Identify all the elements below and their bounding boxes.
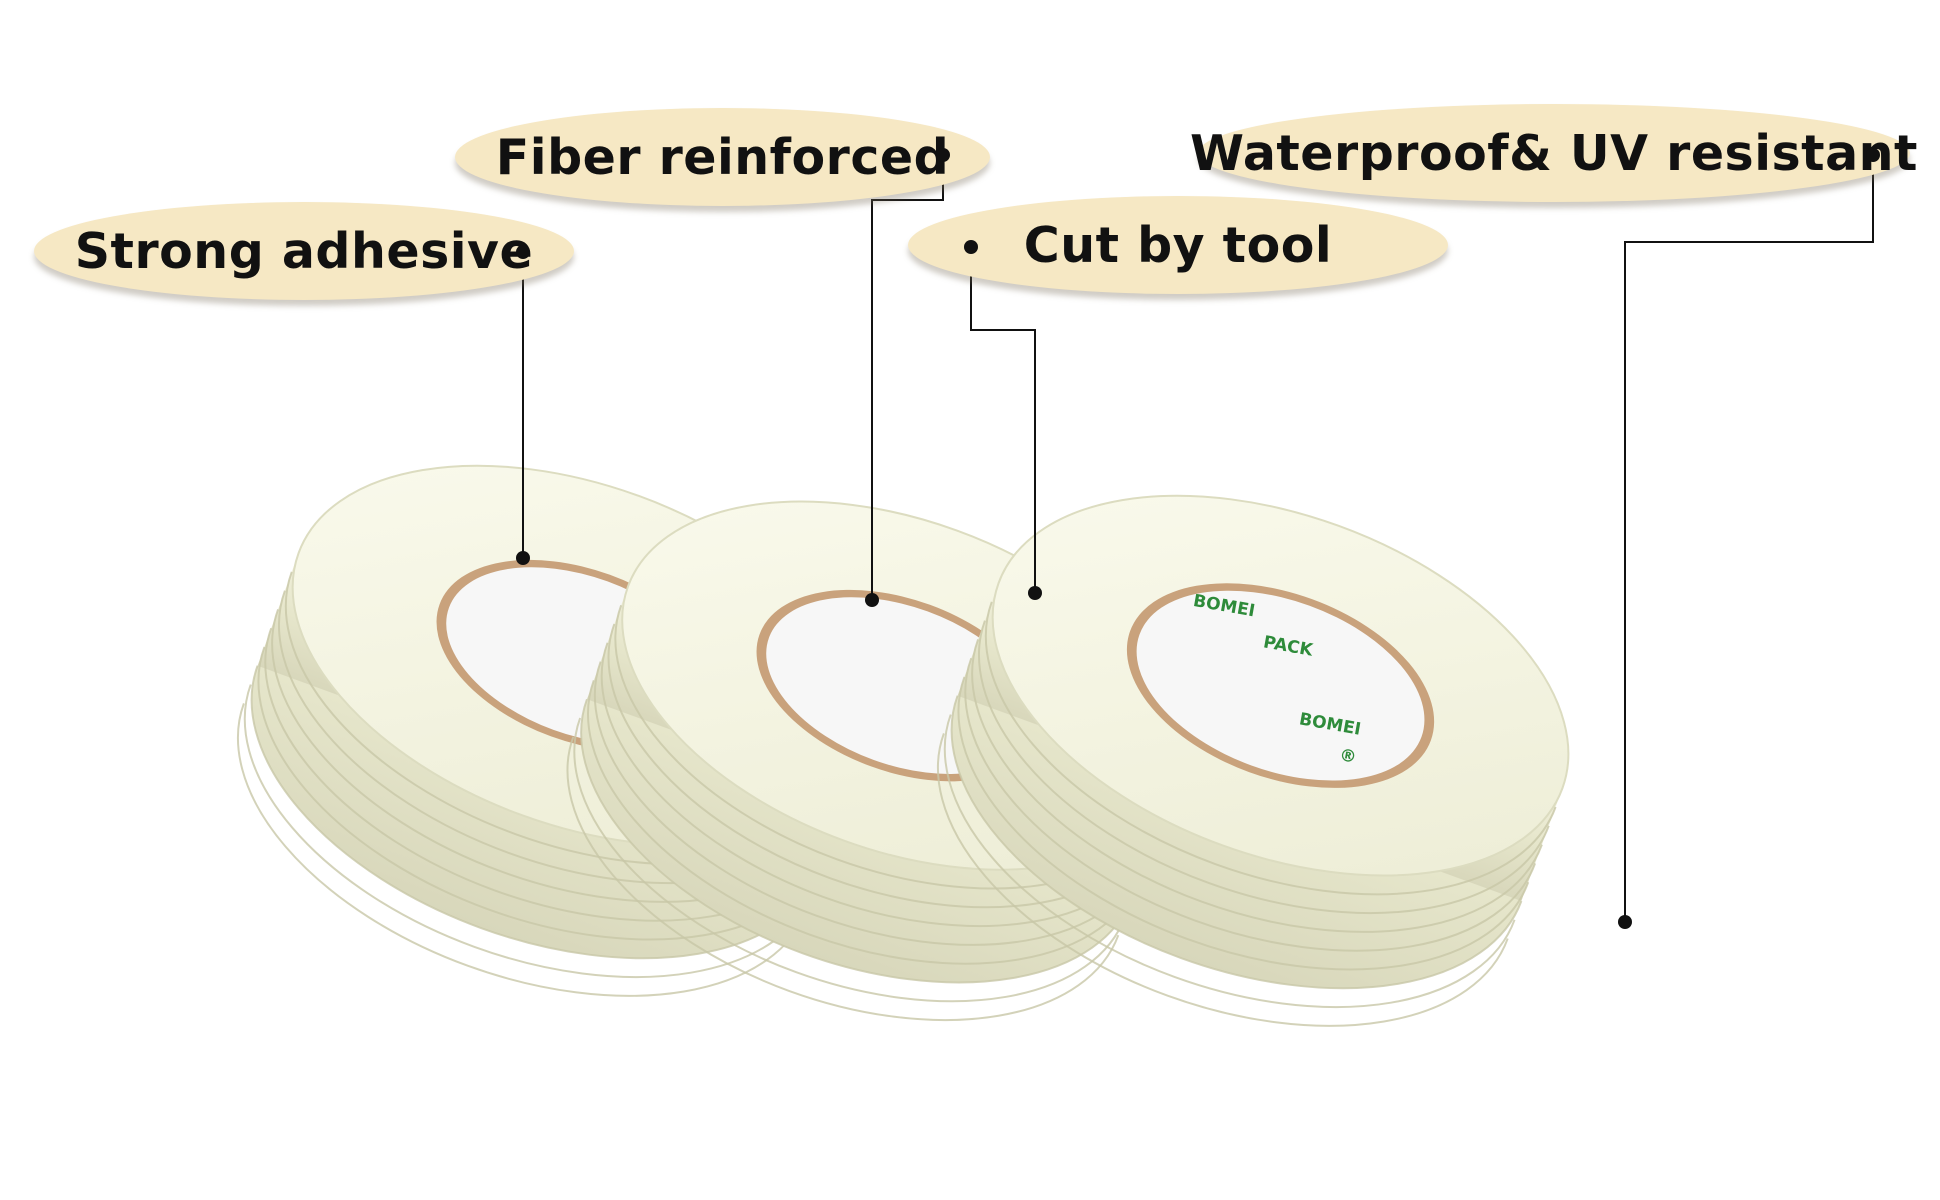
callout-dot-strong-adhesive-icon [516,245,530,259]
core-brand-mark: ® [1338,745,1358,768]
callout-dot-cut-by-tool-icon [964,240,978,254]
tape-roll-right: BOMEI PACK BOMEI ® [936,494,1570,1027]
anchor-dot-strong-adhesive-icon [516,551,530,565]
callout-cut-by-tool: Cut by tool [908,196,1448,294]
leader-lines [522,155,1874,922]
callout-fiber-reinforced: Fiber reinforced [455,108,990,206]
callout-label: Fiber reinforced [495,128,950,186]
callout-label: Waterproof& UV resistant [1190,124,1918,182]
callout-label: Cut by tool [1023,216,1333,274]
callout-waterproof-uv: Waterproof& UV resistant [1190,104,1917,202]
anchor-dot-cut-by-tool-icon [1028,586,1042,600]
anchor-dot-fiber-reinforced-icon [865,593,879,607]
callout-strong-adhesive: Strong adhesive [34,202,574,300]
callout-dot-fiber-reinforced-icon [936,148,950,162]
anchor-dot-waterproof-icon [1618,915,1632,929]
leader-line-cut-by-tool [970,247,1036,593]
callout-label: Strong adhesive [74,222,534,280]
callout-dot-waterproof-icon [1866,148,1880,162]
leader-line-waterproof [1624,155,1874,922]
